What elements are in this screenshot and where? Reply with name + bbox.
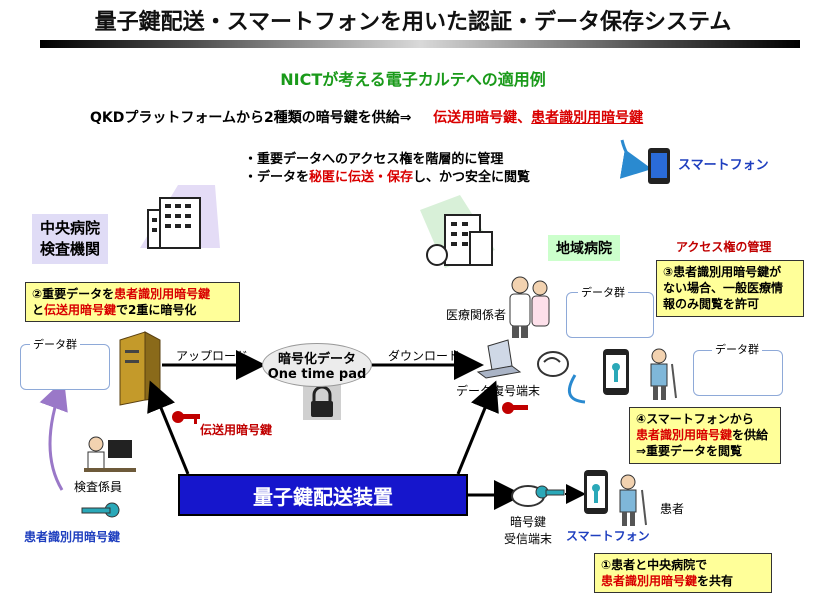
callout-provide-key: ④スマートフォンから 患者識別用暗号鍵を供給 ⇒重要データを閲覧 bbox=[629, 407, 781, 464]
callout4-line3: ⇒重要データを閲覧 bbox=[636, 444, 743, 459]
inspector-label: 検査係員 bbox=[74, 480, 123, 494]
bullet-secure-red: 秘匿に伝送・保存 bbox=[309, 170, 414, 185]
central-hospital-line1: 中央病院 bbox=[40, 219, 101, 237]
callout1-line1: ①患者と中央病院で bbox=[601, 558, 708, 572]
laptop-icon bbox=[476, 339, 522, 379]
upload-label: アップロード bbox=[176, 349, 249, 363]
callout-share-key: ①患者と中央病院で 患者識別用暗号鍵を共有 bbox=[594, 553, 772, 594]
key-receiver-line2: 受信端末 bbox=[504, 532, 553, 546]
patient-key-caption: 患者識別用暗号鍵 bbox=[24, 530, 121, 544]
callout2-red1: 患者識別用暗号鍵 bbox=[114, 287, 211, 301]
key-supply-prefix: QKDプラットフォームから2種類の暗号鍵を供給⇒ bbox=[90, 110, 412, 126]
subtitle: NICTが考える電子カルテへの適用例 bbox=[280, 70, 546, 89]
regional-hospital-building-icon bbox=[420, 195, 495, 268]
callout4-red: 患者識別用暗号鍵 bbox=[636, 428, 733, 443]
callout2-post2: で2重に暗号化 bbox=[116, 303, 197, 318]
data-group-right-label: データ群 bbox=[712, 341, 762, 357]
callout3-line2: ない場合、一般医療情 bbox=[663, 281, 784, 296]
smartphone-bottom-label: スマートフォン bbox=[566, 529, 650, 543]
inspector-icon bbox=[84, 436, 136, 472]
callout2-pre2: と bbox=[32, 303, 45, 318]
encrypted-data-line2: One time pad bbox=[267, 367, 367, 382]
callout-no-key: ③患者識別用暗号鍵が ない場合、一般医療情 報のみ閲覧を許可 bbox=[656, 260, 804, 317]
receiver-terminal-icon bbox=[511, 485, 565, 507]
key-receiver-label: 暗号鍵 受信端末 bbox=[504, 513, 552, 547]
doctor-icon bbox=[509, 276, 531, 338]
callout-double-encrypt: ②重要データを患者識別用暗号鍵 と伝送用暗号鍵で2重に暗号化 bbox=[25, 282, 240, 323]
page-title: 量子鍵配送・スマートフォンを用いた認証・データ保存システム bbox=[94, 10, 732, 35]
bullet-secure: ・データを秘匿に伝送・保存し、かつ安全に閲覧 bbox=[244, 166, 530, 185]
callout2-pre1: ②重要データを bbox=[32, 287, 115, 301]
title-underline bbox=[40, 40, 800, 48]
nurse-icon bbox=[531, 280, 550, 327]
qkd-to-laptop-arrow bbox=[456, 380, 499, 475]
decrypt-arc-arrow bbox=[567, 374, 586, 404]
central-hospital-building-icon bbox=[140, 185, 220, 249]
callout3-line1: ③患者識別用暗号鍵が bbox=[663, 265, 782, 279]
regional-hospital-label: 地域病院 bbox=[548, 235, 620, 261]
callout3-line3: 報のみ閲覧を許可 bbox=[663, 297, 760, 312]
access-control-label: アクセス権の管理 bbox=[676, 240, 772, 254]
data-group-right bbox=[693, 350, 783, 396]
central-hospital-line2: 検査機関 bbox=[40, 240, 101, 258]
data-group-denied-label: データ群 bbox=[578, 284, 628, 300]
callout4-line1: ④スマートフォンから bbox=[636, 412, 754, 426]
transmission-key-label: 伝送用暗号鍵 bbox=[433, 110, 518, 126]
smartphone-top-icon bbox=[648, 148, 670, 184]
transmission-key-icon bbox=[172, 411, 200, 424]
inspector-to-data-arrow bbox=[39, 379, 68, 491]
bullet-access: ・重要データへのアクセス権を階層的に管理 bbox=[244, 152, 504, 167]
patient-key-label: 患者識別用暗号鍵 bbox=[531, 110, 644, 126]
decrypt-hand-icon bbox=[537, 351, 569, 377]
encrypted-data-line1: 暗号化データ bbox=[277, 352, 356, 367]
smartphone-top-label: スマートフォン bbox=[678, 158, 769, 173]
key-supply-line: QKDプラットフォームから2種類の暗号鍵を供給⇒ 伝送用暗号鍵、患者識別用暗号鍵 bbox=[90, 107, 643, 127]
key-separator: 、 bbox=[517, 110, 532, 126]
key-receiver-line1: 暗号鍵 bbox=[510, 515, 547, 529]
patient-key-icon-inspector bbox=[81, 502, 120, 518]
callout4-post: を供給 bbox=[732, 428, 769, 443]
patient-label: 患者 bbox=[660, 502, 685, 516]
padlock-icon bbox=[303, 384, 341, 420]
callout1-red: 患者識別用暗号鍵 bbox=[601, 574, 698, 589]
qkd-device-box: 量子鍵配送装置 bbox=[178, 474, 468, 516]
smartphone-bottom-icon bbox=[584, 470, 608, 514]
callout2-red2: 伝送用暗号鍵 bbox=[44, 303, 117, 318]
patient-icon bbox=[619, 474, 647, 526]
transmission-key-icon-2 bbox=[502, 402, 528, 414]
decrypt-terminal-label: データ復号端末 bbox=[456, 384, 541, 398]
transmission-key-caption: 伝送用暗号鍵 bbox=[200, 423, 273, 437]
callout1-post: を共有 bbox=[697, 574, 734, 589]
central-hospital-label: 中央病院 検査機関 bbox=[32, 214, 109, 264]
bullet-secure-post: し、かつ安全に閲覧 bbox=[413, 170, 531, 185]
smartphone-right-icon bbox=[603, 349, 629, 395]
qkd-to-server-arrow bbox=[147, 380, 190, 475]
bullet-secure-pre: ・データを bbox=[244, 170, 310, 185]
phone-link-arrow bbox=[619, 139, 652, 179]
data-group-left-label: データ群 bbox=[30, 336, 80, 352]
download-label: ダウンロード bbox=[388, 349, 461, 363]
patient-right-icon bbox=[650, 348, 677, 400]
medical-staff-label: 医療関係者 bbox=[446, 308, 507, 322]
encrypted-data-oval: 暗号化データ One time pad bbox=[262, 343, 372, 387]
